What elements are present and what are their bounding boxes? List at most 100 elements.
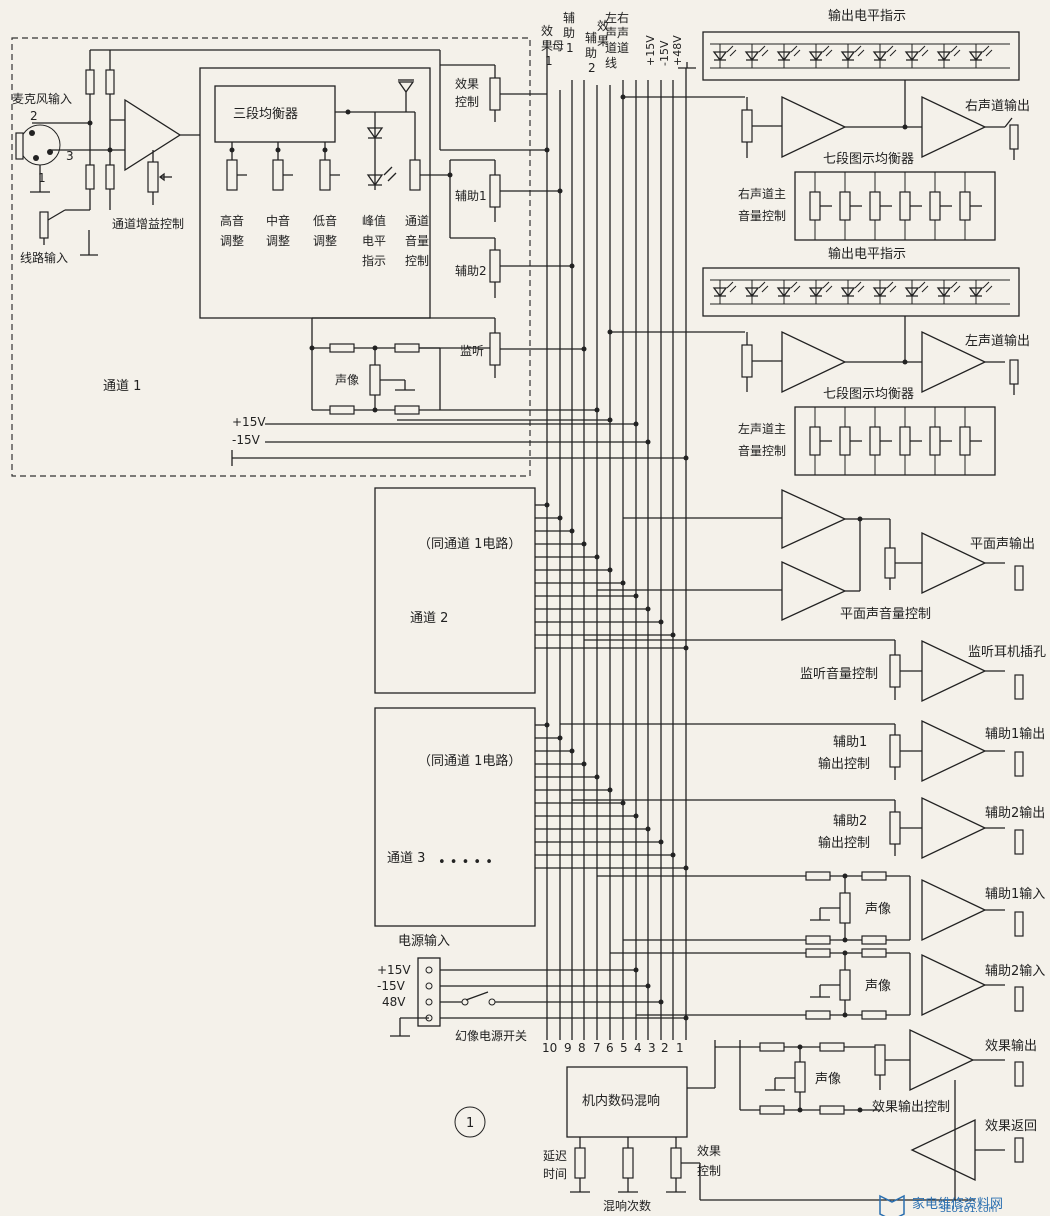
right-master-1: 右声道主 [738,186,786,201]
fx-ctrl-bottom-1: 效果 [697,1143,721,1158]
channel3-dots: • • • • • [438,855,493,870]
phone-jack-label: 监听耳机插孔 [968,645,1046,660]
fx-out-amp [909,1028,975,1092]
bass-adjust: 调整 [313,233,337,248]
out-level-label-1: 输出电平指示 [828,8,906,24]
led-indicator-icon [872,280,897,304]
ch-vol-label-3: 控制 [405,254,429,268]
svg-text:母: 母 [552,39,564,53]
pin2-label: 2 [30,109,38,123]
svg-text:7: 7 [593,1041,601,1055]
fx-out-ctrl-label: 效果输出控制 [872,1099,950,1115]
svg-text:助: 助 [563,26,575,40]
mono-out-label: 平面声输出 [970,536,1035,552]
geq7-right-box [794,171,996,241]
channel2-label: 通道 2 [410,611,448,626]
aux1-in-amp [921,878,987,942]
led-indicator-icon [936,280,961,304]
pin1-label: 1 [38,171,46,185]
aux1-out-ctrl-2: 输出控制 [818,756,870,772]
svg-text:2: 2 [588,61,596,75]
svg-text:果: 果 [541,39,553,53]
eq-slider [959,172,982,240]
aux2-out-ctrl-1: 辅助2 [833,814,867,829]
eq-slider [929,407,952,475]
pan2-label: 声像 [865,902,891,917]
svg-text:5: 5 [620,1041,628,1055]
aux2-out-label: 辅助2输出 [985,805,1045,821]
aux1-out-ctrl-1: 辅助1 [833,735,867,750]
mono-vol-label: 平面声音量控制 [840,606,931,622]
mono-amp-2 [781,560,847,622]
led-indicator-icon [808,44,833,68]
svg-text:-15V: -15V [658,40,671,66]
led-indicator-icon [712,280,737,304]
aux1-amp [921,719,987,783]
reverb-box [566,1066,688,1138]
led-indicator-icon [840,280,865,304]
watermark-book-icon [879,1194,905,1216]
eq-block [199,67,431,319]
peak-label-3: 指示 [362,253,386,268]
delay-label-1: 延迟 [543,1149,567,1163]
left-amp-2 [921,330,987,394]
eq-slider [959,407,982,475]
aux2-amp [921,796,987,860]
led-row-2 [710,279,1010,305]
geq7-left-box [794,406,996,476]
eq-slider [839,172,862,240]
aux1-out-label: 辅助1输出 [985,726,1045,742]
channel2-box [374,487,536,694]
figure-number: 1 [466,1116,474,1131]
svg-text:9: 9 [564,1041,572,1055]
svg-text:+48V: +48V [671,35,684,66]
bus-lines [546,40,687,1040]
svg-text:道道: 道道 [605,41,629,55]
reverb-label: 机内数码混响 [582,1093,660,1109]
pan4-label: 声像 [815,1072,841,1087]
channel1-label: 通道 1 [103,379,141,394]
svg-text:果: 果 [597,34,609,48]
pan-label: 声像 [335,373,359,387]
bus-numbers: 10 9 8 7 6 5 4 3 2 1 [542,1041,684,1055]
geq7-left-label: 七段图示均衡器 [823,387,914,402]
treble-label: 高音 [220,213,244,228]
led-indicator-icon [776,44,801,68]
svg-text:声声: 声声 [605,26,629,40]
channel1-boundary [11,37,531,477]
geq7-right-label: 七段图示均衡器 [823,152,914,167]
mic-connector: 2 3 1 [15,109,74,193]
led-indicator-icon [936,44,961,68]
eq-slider [929,172,952,240]
svg-text:+15V: +15V [644,35,657,66]
svg-text:2: 2 [661,1041,669,1055]
right-master-2: 音量控制 [738,208,786,223]
left-master-1: 左声道主 [738,421,786,436]
phone-amp [921,639,987,703]
bass-label: 低音 [313,213,337,228]
m15-label: -15V [232,433,261,447]
line-input-label: 线路输入 [20,250,68,265]
channel3-same-label: （同通道 1电路） [418,753,521,769]
eq-slider [839,407,862,475]
ch-vol-label-2: 音量 [405,233,429,248]
eq3-label: 三段均衡器 [233,107,298,122]
monitor-vol-label: 监听音量控制 [800,666,878,682]
aux1-in-label: 辅助1输入 [985,886,1045,902]
eq3-box [214,85,336,143]
channel2-bus-taps [535,502,689,651]
right-amp-1 [781,95,847,159]
mid-label: 中音 [266,213,290,228]
led-indicator-icon [872,44,897,68]
svg-text:线: 线 [605,56,617,70]
led-indicator-icon [744,280,769,304]
fx-return-label: 效果返回 [985,1119,1037,1134]
fx-control-label-1: 效果 [455,76,479,91]
watermark-text: 家电维修资料网 [912,1196,1003,1212]
eq-slider [899,407,922,475]
eq-slider [809,407,832,475]
watermark-url: SEU101.com [940,1205,997,1215]
led-row-1 [710,43,1010,69]
led-indicator-icon [744,44,769,68]
left-master-2: 音量控制 [738,443,786,458]
